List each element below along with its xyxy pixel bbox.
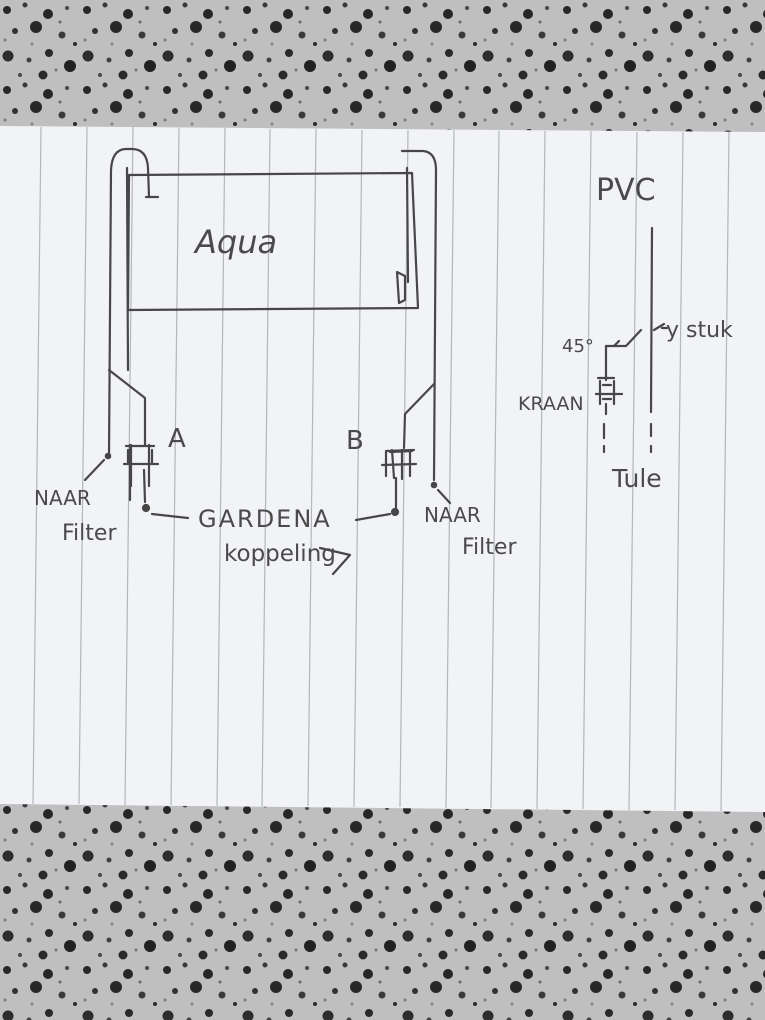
valve-a-symbol bbox=[122, 443, 160, 488]
left-branch-pipe bbox=[107, 368, 147, 447]
label-y-piece: y stuk bbox=[666, 318, 733, 343]
left-u-pipe bbox=[107, 147, 151, 458]
label-aquarium: Aqua bbox=[193, 223, 277, 261]
right-u-pipe bbox=[400, 149, 438, 482]
ruled-paper-card bbox=[0, 126, 765, 812]
label-left-outlet-2: Filter bbox=[62, 521, 117, 546]
label-right-outlet-1: NAAR bbox=[424, 503, 481, 527]
label-valve-a: A bbox=[168, 424, 186, 454]
valve-b-symbol bbox=[380, 448, 418, 481]
label-valve-b: B bbox=[346, 426, 364, 456]
label-right-outlet-2: Filter bbox=[462, 535, 517, 560]
label-coupling-2: koppeling bbox=[224, 541, 336, 567]
label-tap: KRAAN bbox=[518, 393, 584, 415]
label-left-outlet-1: NAAR bbox=[34, 486, 91, 510]
pvc-main-pipe bbox=[649, 226, 654, 414]
label-nozzle: Tule bbox=[611, 464, 662, 493]
tap-valve-symbol bbox=[594, 376, 624, 406]
label-angle: 45° bbox=[562, 336, 594, 357]
label-pvc: PVC bbox=[596, 173, 656, 208]
handwritten-labels: Aqua A B NAAR Filter NAAR Filter GARDENA… bbox=[34, 173, 733, 567]
pvc-branch-pipe bbox=[604, 328, 643, 382]
label-coupling-1: GARDENA bbox=[198, 505, 332, 533]
pencil-drawing bbox=[83, 147, 669, 576]
right-branch-pipe bbox=[402, 382, 436, 450]
